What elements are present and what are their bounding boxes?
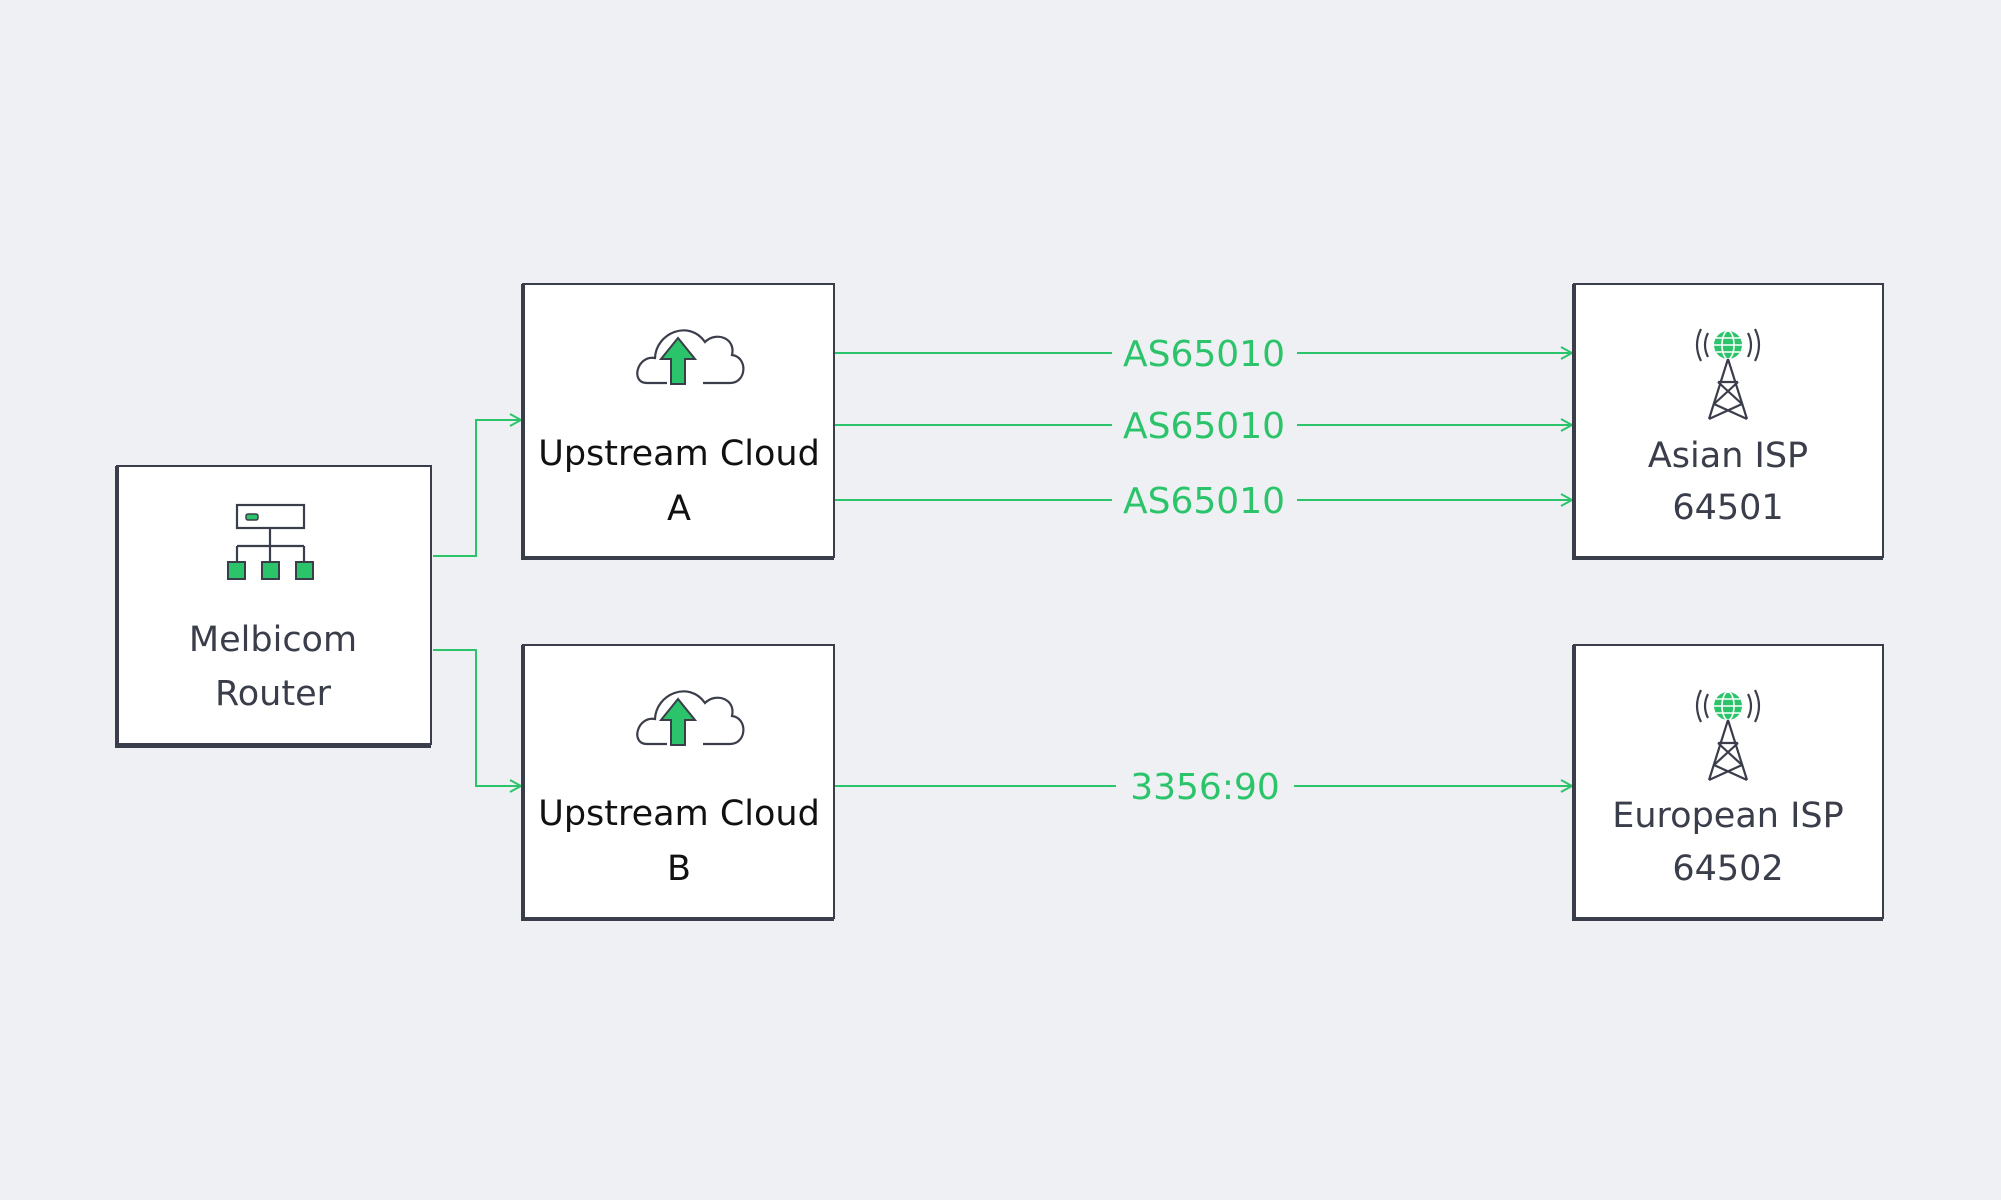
- node-label-line1: Asian ISP: [1648, 436, 1808, 476]
- node-label-line1: Melbicom: [189, 620, 357, 660]
- node-label-line2: A: [667, 489, 691, 529]
- node-label-line2: 64502: [1672, 849, 1783, 889]
- cloud-upload-icon: [636, 329, 745, 385]
- radio-tower-globe-icon: [1695, 689, 1761, 782]
- edge-label-as65010-1: AS65010: [1123, 334, 1285, 375]
- edge-router-to-cloud-a: [433, 420, 520, 557]
- edge-router-to-cloud-b: [433, 649, 520, 786]
- node-upstream-cloud-b: Upstream Cloud B: [521, 644, 835, 921]
- radio-tower-globe-icon: [1695, 328, 1761, 421]
- edge-label-3356-90: 3356:90: [1130, 767, 1280, 808]
- node-label-line1: European ISP: [1612, 796, 1843, 836]
- network-hierarchy-icon: [227, 503, 314, 580]
- edge-label-as65010-2: AS65010: [1123, 406, 1285, 447]
- node-asian-isp: Asian ISP 64501: [1572, 283, 1884, 560]
- edge-label-as65010-3: AS65010: [1123, 481, 1285, 522]
- node-upstream-cloud-a: Upstream Cloud A: [521, 283, 835, 560]
- node-label-line2: 64501: [1672, 488, 1783, 528]
- node-label-line2: Router: [215, 674, 332, 714]
- node-melbicom-router: Melbicom Router: [115, 465, 432, 748]
- cloud-upload-icon: [636, 690, 745, 746]
- node-label-line1: Upstream Cloud: [538, 794, 820, 834]
- node-european-isp: European ISP 64502: [1572, 644, 1884, 921]
- node-label-line1: Upstream Cloud: [538, 434, 820, 474]
- node-label-line2: B: [667, 849, 691, 889]
